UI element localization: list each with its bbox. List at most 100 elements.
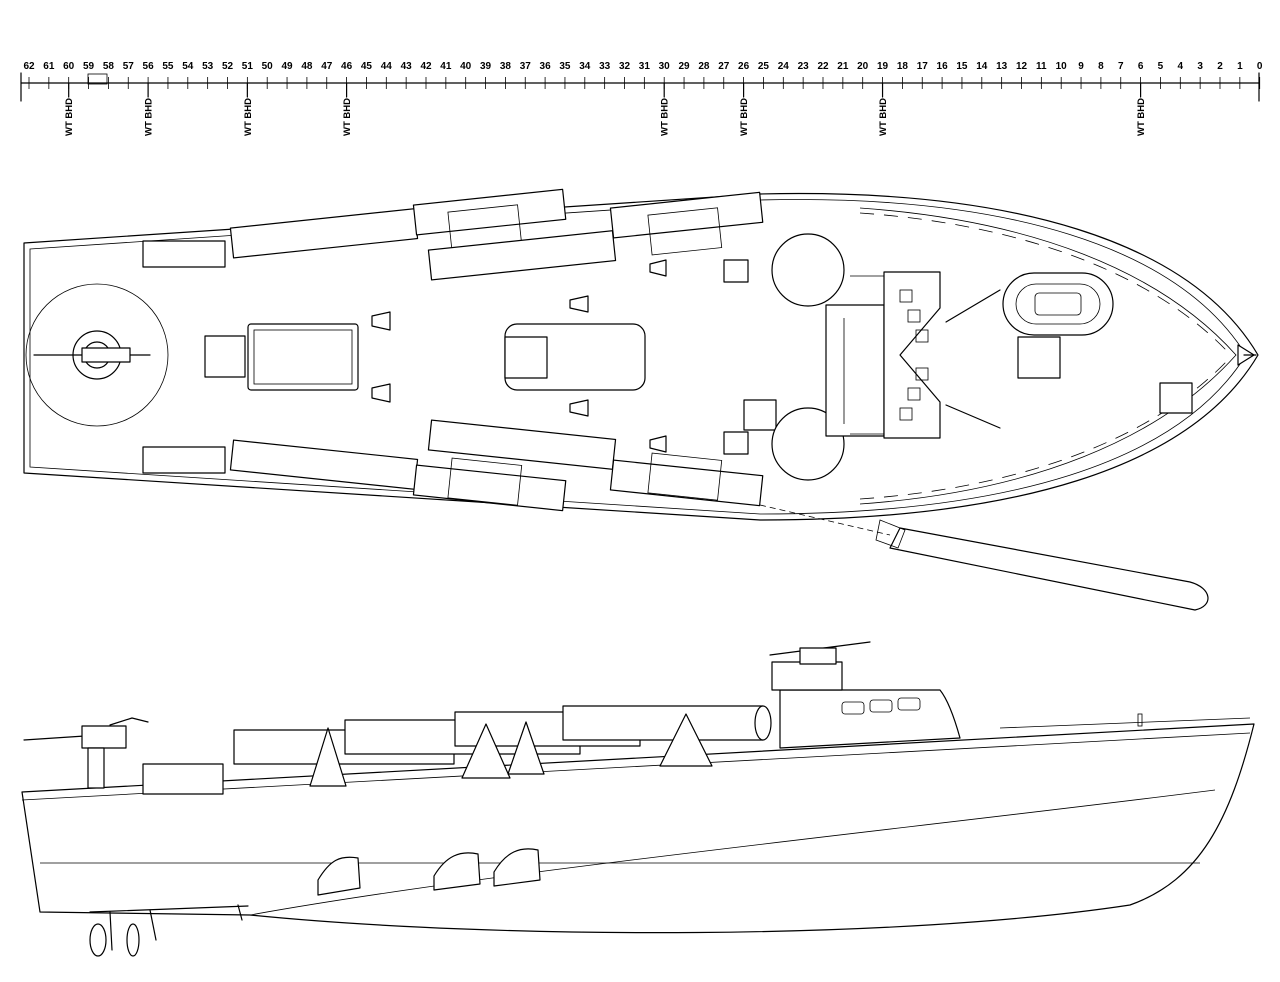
torpedo-tube-port-fwd [427, 191, 764, 281]
scale-ticks [20, 72, 1261, 102]
bulkhead-label: WT BHD [878, 98, 889, 136]
plan-view [23, 188, 1259, 611]
torpedo [889, 527, 1209, 611]
frame-number: 19 [877, 61, 889, 72]
bulkhead-label: WT BHD [1136, 98, 1147, 136]
profile-stern-box [142, 763, 224, 795]
bulkhead-label: WT BHD [243, 98, 254, 136]
frame-number: 30 [659, 61, 671, 72]
frame-number: 50 [262, 61, 274, 72]
frame-number: 27 [718, 61, 730, 72]
frame-number: 5 [1158, 61, 1164, 72]
plan-rub-rail-top [859, 212, 1227, 351]
stern-vent-starboard [142, 446, 226, 474]
frame-number: 11 [1036, 61, 1047, 72]
frame-number: 52 [222, 61, 234, 72]
profile-torpedo-tubes [233, 705, 772, 787]
life-raft-grate [1034, 292, 1082, 316]
frame-number: 8 [1098, 61, 1104, 72]
frame-number: 33 [599, 61, 611, 72]
frame-number: 29 [678, 61, 690, 72]
torpedo-propeller [875, 519, 906, 549]
frame-number: 18 [897, 61, 909, 72]
frame-number: 26 [738, 61, 750, 72]
engine-hatch-small-aft [204, 335, 246, 378]
frame-number: 35 [559, 61, 571, 72]
turret-port [771, 233, 845, 307]
bow-hatch [1159, 382, 1193, 414]
frame-number: 60 [63, 61, 75, 72]
frame-number: 1 [1237, 61, 1243, 72]
frame-number: 51 [242, 61, 254, 72]
running-gear [89, 904, 249, 957]
engine-room-hatch [247, 323, 359, 391]
frame-number: 21 [837, 61, 849, 72]
frame-number: 13 [996, 61, 1008, 72]
frame-number: 24 [778, 61, 790, 72]
ventilators [371, 259, 667, 453]
frame-number: 40 [460, 61, 472, 72]
profile-sheer-line [21, 732, 1251, 801]
profile-deck-house [769, 641, 961, 749]
anchor-line-port [945, 289, 1001, 323]
plan-rub-rail-bottom [859, 361, 1227, 500]
stern-gun-tub [25, 283, 169, 427]
life-raft [1002, 272, 1114, 336]
profile-view [21, 641, 1255, 957]
frame-number: 36 [540, 61, 552, 72]
frame-number: 48 [301, 61, 313, 72]
frame-number: 38 [500, 61, 512, 72]
frame-number: 44 [381, 61, 393, 72]
frame-number: 53 [202, 61, 214, 72]
frame-number: 58 [103, 61, 115, 72]
scale-frame-box [87, 73, 108, 85]
frame-number: 12 [1016, 61, 1028, 72]
frame-number: 15 [956, 61, 968, 72]
frame-number: 47 [321, 61, 333, 72]
exhaust-port-1 [317, 856, 361, 896]
forward-hatch [1017, 336, 1061, 379]
anchor-line-starboard [945, 404, 1001, 429]
stern-vent-port [142, 240, 226, 268]
frame-number: 10 [1056, 61, 1068, 72]
frame-number: 43 [401, 61, 413, 72]
frame-number: 23 [798, 61, 810, 72]
bulkhead-label: WT BHD [660, 98, 671, 136]
frame-number: 45 [361, 61, 373, 72]
chart-house-windows [899, 289, 929, 421]
frame-number: 17 [917, 61, 929, 72]
profile-stern-gun [23, 717, 149, 789]
frame-number: 34 [579, 61, 591, 72]
bulkhead-label: WT BHD [144, 98, 155, 136]
bulkhead-label: WT BHD [64, 98, 75, 136]
frame-number: 46 [341, 61, 353, 72]
torpedo-tube-starboard-fwd [427, 419, 764, 507]
life-raft-inner [1015, 283, 1101, 325]
torpedo-tube-starboard-aft [229, 439, 567, 512]
frame-number: 16 [937, 61, 949, 72]
frame-number: 25 [758, 61, 770, 72]
frame-number: 39 [480, 61, 492, 72]
bulkhead-label: WT BHD [342, 98, 353, 136]
frame-number: 49 [281, 61, 293, 72]
chart-room-hatch [743, 399, 777, 431]
frame-number: 32 [619, 61, 631, 72]
stern-gun-receiver [81, 347, 131, 363]
profile-deck-fittings [999, 713, 1251, 729]
frame-number: 3 [1197, 61, 1203, 72]
plan-gunwale-line [859, 207, 1237, 505]
frame-number: 9 [1078, 61, 1084, 72]
frame-number: 20 [857, 61, 869, 72]
exhaust-port-2 [433, 852, 481, 891]
profile-chine [249, 789, 1216, 916]
turret-step-port [723, 259, 749, 283]
frame-number: 37 [520, 61, 532, 72]
bulkhead-label: WT BHD [739, 98, 750, 136]
torpedo-tube-port-aft [229, 188, 567, 259]
frame-number: 2 [1217, 61, 1223, 72]
chart-house [883, 271, 941, 439]
frame-number: 57 [123, 61, 135, 72]
frame-number: 42 [420, 61, 432, 72]
